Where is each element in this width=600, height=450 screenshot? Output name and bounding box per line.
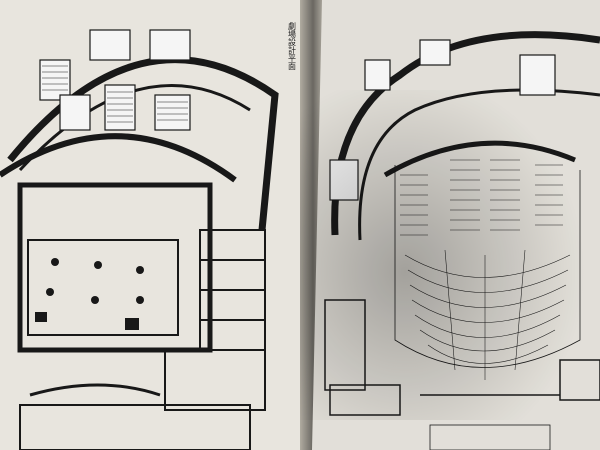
stair-treads — [42, 65, 188, 123]
left-page: 劇場設計平面 — [0, 0, 318, 450]
left-page-header: 劇場設計平面 — [288, 21, 297, 71]
stair-blocks — [39, 29, 191, 131]
outer-wall-left — [7, 56, 279, 231]
lighting-shadow — [300, 90, 600, 420]
side-rooms — [19, 229, 266, 450]
main-hall — [17, 182, 213, 353]
columns — [35, 258, 144, 330]
